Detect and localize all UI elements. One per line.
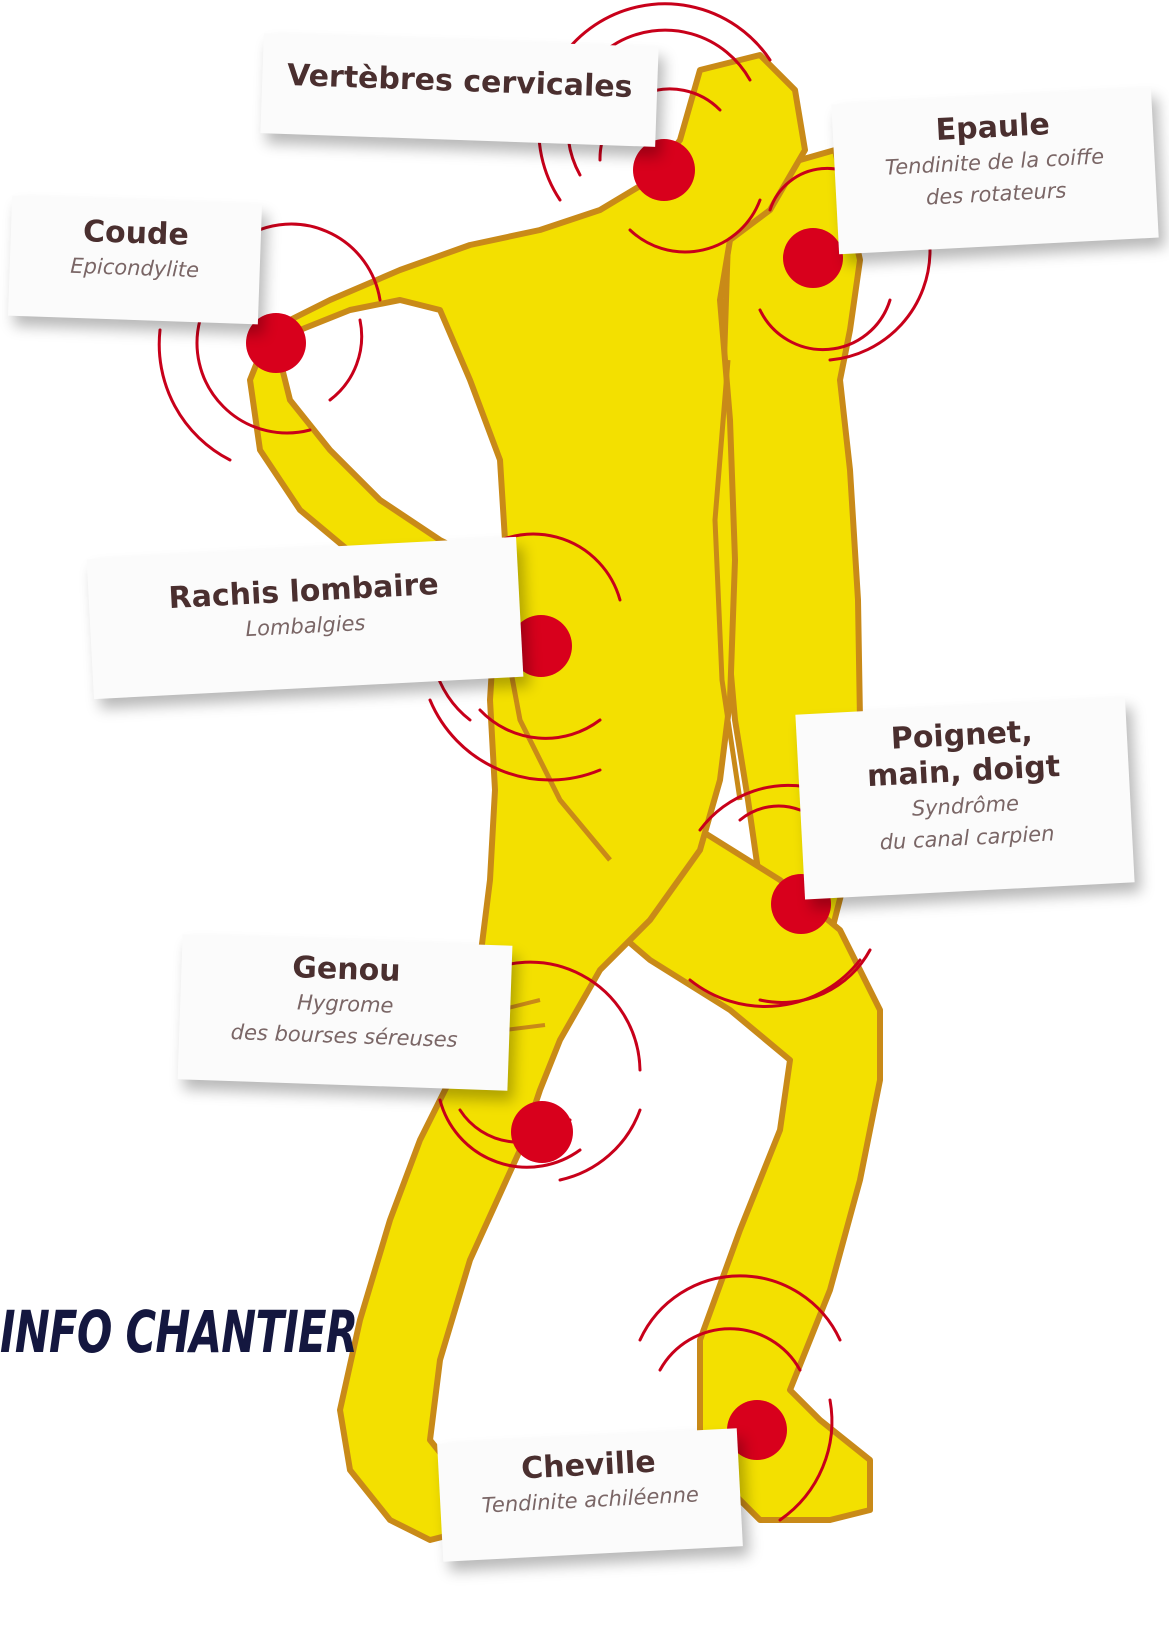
pain-marker-icon [783,228,843,288]
label-rachis-lombaire: Rachis lombaire Lombalgies [87,537,524,699]
label-poignet: Poignet, main, doigt Syndrôme du canal c… [795,697,1134,899]
label-cervicales: Vertèbres cervicales [260,33,658,147]
label-coude: Coude Epicondylite [8,196,262,325]
pain-marker-icon [633,139,695,201]
banner-title: INFO CHANTIER [0,1298,357,1366]
label-genou: Genou Hygrome des bourses séreuses [178,934,513,1090]
label-cervicales-title: Vertèbres cervicales [262,57,658,107]
label-cheville: Cheville Tendinite achiléenne [437,1428,743,1562]
label-epaule: Epaule Tendinite de la coiffe des rotate… [831,88,1158,255]
pain-marker-icon [511,1101,573,1163]
